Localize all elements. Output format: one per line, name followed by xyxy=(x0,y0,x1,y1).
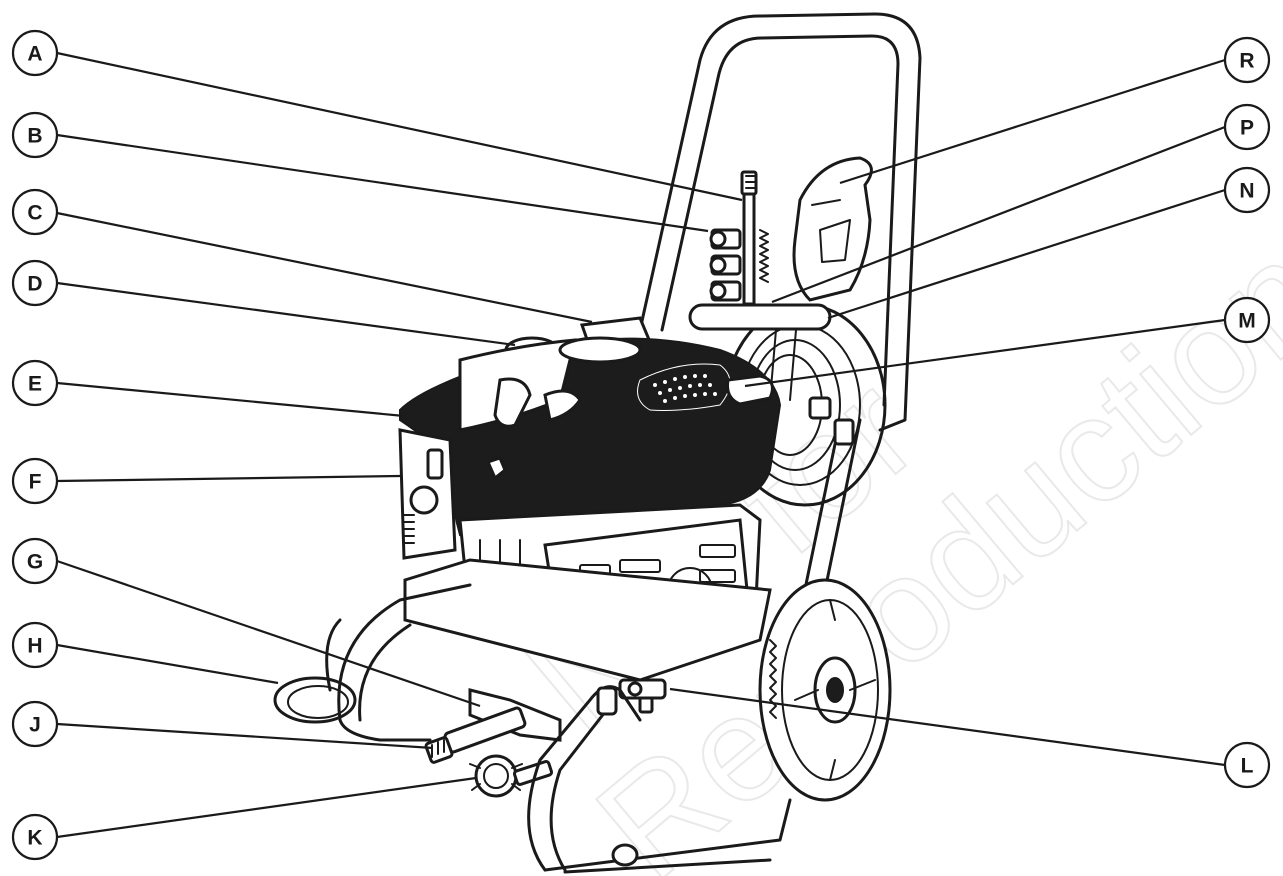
leader-K xyxy=(56,776,477,839)
callout-P: P xyxy=(1223,103,1271,151)
callout-H: H xyxy=(11,621,59,669)
engine-shroud xyxy=(399,336,782,537)
callout-F-label: F xyxy=(29,471,42,494)
callout-N: N xyxy=(1223,166,1271,214)
callout-B-label: B xyxy=(27,125,42,148)
callout-M-label: M xyxy=(1238,310,1256,333)
base-deck xyxy=(403,558,772,682)
callout-E-label: E xyxy=(28,373,42,396)
callout-C-label: C xyxy=(27,202,42,225)
leader-N xyxy=(827,188,1226,320)
callout-D-label: D xyxy=(27,273,42,296)
callout-J-circle xyxy=(11,700,59,748)
leader-J xyxy=(56,722,434,750)
callout-P-circle xyxy=(1223,103,1271,151)
callout-B: B xyxy=(11,111,59,159)
leader-R xyxy=(839,58,1226,185)
callout-N-circle xyxy=(1223,166,1271,214)
callout-M-circle xyxy=(1223,296,1271,344)
unloader-valve xyxy=(618,678,667,714)
callout-C-circle xyxy=(11,188,59,236)
spray-gun-holder xyxy=(792,156,873,302)
callout-G-circle xyxy=(11,537,59,585)
leader-M xyxy=(744,318,1226,388)
callout-H-circle xyxy=(11,621,59,669)
callout-K: K xyxy=(11,813,59,861)
leader-B xyxy=(56,133,709,233)
callout-N-label: N xyxy=(1239,180,1254,203)
leader-G xyxy=(56,559,481,708)
callout-M: M xyxy=(1223,296,1271,344)
front-wheel xyxy=(758,578,892,802)
pressure-washer-illustration xyxy=(273,12,922,874)
callout-J: J xyxy=(11,700,59,748)
callout-B-circle xyxy=(11,111,59,159)
callout-D-circle xyxy=(11,259,59,307)
leader-lines xyxy=(56,51,1226,839)
pump-assembly xyxy=(424,678,667,798)
spray-wand xyxy=(740,170,758,306)
callout-G: G xyxy=(11,537,59,585)
callout-F-circle xyxy=(11,457,59,505)
leader-A xyxy=(56,51,743,202)
callout-D: D xyxy=(11,259,59,307)
grille-dots xyxy=(653,374,717,403)
callout-R: R xyxy=(1223,36,1271,84)
callout-K-circle xyxy=(11,813,59,861)
callout-L-label: L xyxy=(1241,755,1254,778)
callout-E-circle xyxy=(11,359,59,407)
callout-F: F xyxy=(11,457,59,505)
leader-E xyxy=(56,381,405,418)
callout-E: E xyxy=(11,359,59,407)
leader-C xyxy=(56,211,593,324)
leader-H xyxy=(56,643,279,685)
frame-bracket xyxy=(808,396,855,446)
engine-side-panel xyxy=(398,428,457,560)
callout-L: L xyxy=(1223,741,1271,789)
callout-P-label: P xyxy=(1240,117,1254,140)
callout-G-label: G xyxy=(27,551,43,574)
nozzle-tips xyxy=(709,228,769,302)
leader-F xyxy=(56,474,401,483)
callout-R-circle xyxy=(1223,36,1271,84)
callout-A-circle xyxy=(11,29,59,77)
leader-D xyxy=(56,281,516,347)
callout-A: A xyxy=(11,29,59,77)
leader-P xyxy=(771,125,1226,304)
hose-coil xyxy=(273,618,357,724)
callout-K-label: K xyxy=(27,827,42,850)
callout-C: C xyxy=(11,188,59,236)
callout-L-circle xyxy=(1223,741,1271,789)
leader-L xyxy=(669,687,1226,767)
callout-A-label: A xyxy=(27,43,42,66)
callout-R-label: R xyxy=(1239,50,1254,73)
recoil-starter xyxy=(726,374,774,406)
callout-J-label: J xyxy=(29,714,41,737)
base-tube-frame xyxy=(337,583,792,874)
callout-H-label: H xyxy=(27,635,42,658)
